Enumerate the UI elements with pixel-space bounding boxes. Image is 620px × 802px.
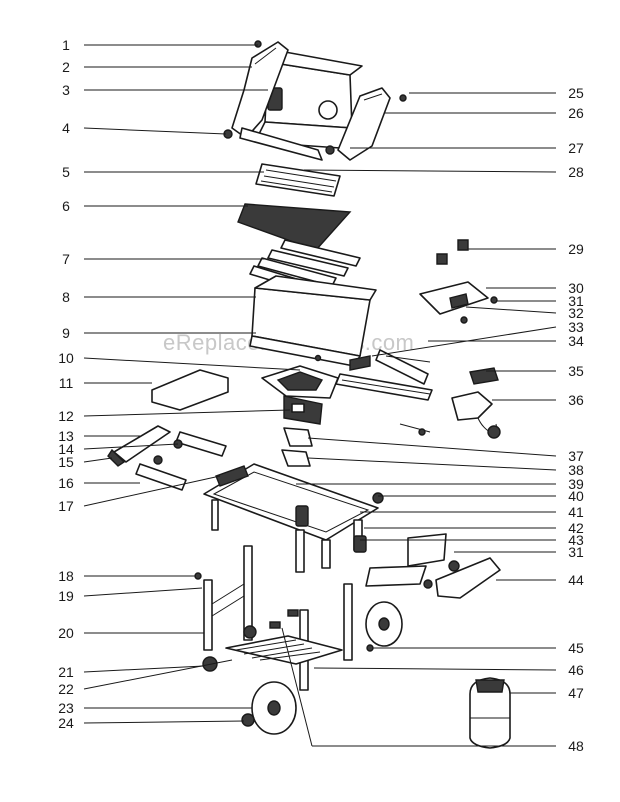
callout-label: 2 [62, 59, 70, 75]
cookbox-icon [249, 275, 377, 367]
wheel-icon [241, 601, 403, 735]
callout-label: 31 [568, 544, 584, 560]
callout-label: 37 [568, 448, 584, 464]
callout-label: 11 [59, 375, 74, 391]
callout-label: 17 [58, 498, 74, 514]
callout-label: 26 [568, 105, 584, 121]
heat-shield-icon [365, 533, 447, 587]
callout-label: 4 [62, 120, 70, 136]
callout-label: 22 [58, 681, 74, 697]
callout-label: 24 [58, 715, 74, 731]
callout-label: 15 [58, 454, 74, 470]
callout-label: 38 [568, 462, 584, 478]
callout-label: 21 [58, 664, 74, 680]
cart-frame-icon [203, 463, 384, 573]
control-panel-icon [419, 239, 498, 324]
callout-label: 14 [58, 441, 74, 457]
callout-labels-left: 1 2 3 4 5 6 7 8 9 10 11 12 13 14 15 16 1… [58, 37, 74, 731]
callout-label: 3 [62, 82, 70, 98]
legs-and-shelf-icon [202, 545, 353, 691]
callout-label: 44 [568, 572, 584, 588]
callout-label: 46 [568, 662, 584, 678]
tank-hook-icon [194, 572, 299, 629]
callout-label: 33 [568, 319, 584, 335]
callout-label: 35 [568, 363, 584, 379]
callout-label: 20 [58, 625, 74, 641]
callout-label: 25 [568, 85, 584, 101]
callout-label: 7 [62, 251, 70, 267]
burner-icon [335, 349, 433, 401]
callout-label: 8 [62, 289, 70, 305]
callout-label: 48 [568, 738, 584, 754]
callout-label: 28 [568, 164, 584, 180]
callout-label: 10 [58, 350, 74, 366]
callout-label: 6 [62, 198, 70, 214]
warming-rack-icon [255, 163, 341, 197]
catch-pan-holder-icon [261, 365, 339, 399]
drip-pan-icon [283, 427, 313, 447]
side-handle-right-icon [423, 557, 501, 599]
callout-label: 36 [568, 392, 584, 408]
callout-labels-right: 25 26 27 28 29 30 31 32 33 34 35 36 37 3… [568, 85, 584, 754]
callout-label: 19 [58, 588, 74, 604]
manifold-valve-icon [399, 367, 501, 439]
callout-label: 12 [58, 408, 74, 424]
callout-label: 47 [568, 685, 584, 701]
callout-label: 31 [568, 293, 584, 309]
callout-label: 39 [568, 476, 584, 492]
callout-label: 45 [568, 640, 584, 656]
callout-label: 42 [568, 520, 584, 536]
propane-tank-icon [469, 677, 511, 749]
callout-label: 40 [568, 488, 584, 504]
callout-label: 30 [568, 280, 584, 296]
handle-set-icon [107, 425, 227, 491]
callout-label: 1 [62, 37, 70, 53]
callout-label: 27 [568, 140, 584, 156]
leader-lines [83, 44, 557, 747]
callout-label: 16 [58, 475, 74, 491]
drip-pan-liner-icon [281, 449, 311, 467]
callout-label: 43 [568, 532, 584, 548]
lid-assembly-icon [223, 40, 407, 161]
callout-label: 41 [568, 504, 584, 520]
side-table-left-icon [151, 369, 229, 411]
callout-label: 5 [62, 164, 70, 180]
callout-label: 23 [58, 700, 74, 716]
callout-label: 34 [568, 333, 584, 349]
callout-label: 32 [568, 305, 584, 321]
callout-label: 13 [58, 428, 74, 444]
callout-label: 9 [62, 325, 70, 341]
callout-label: 29 [568, 241, 584, 257]
callout-label: 18 [58, 568, 74, 584]
